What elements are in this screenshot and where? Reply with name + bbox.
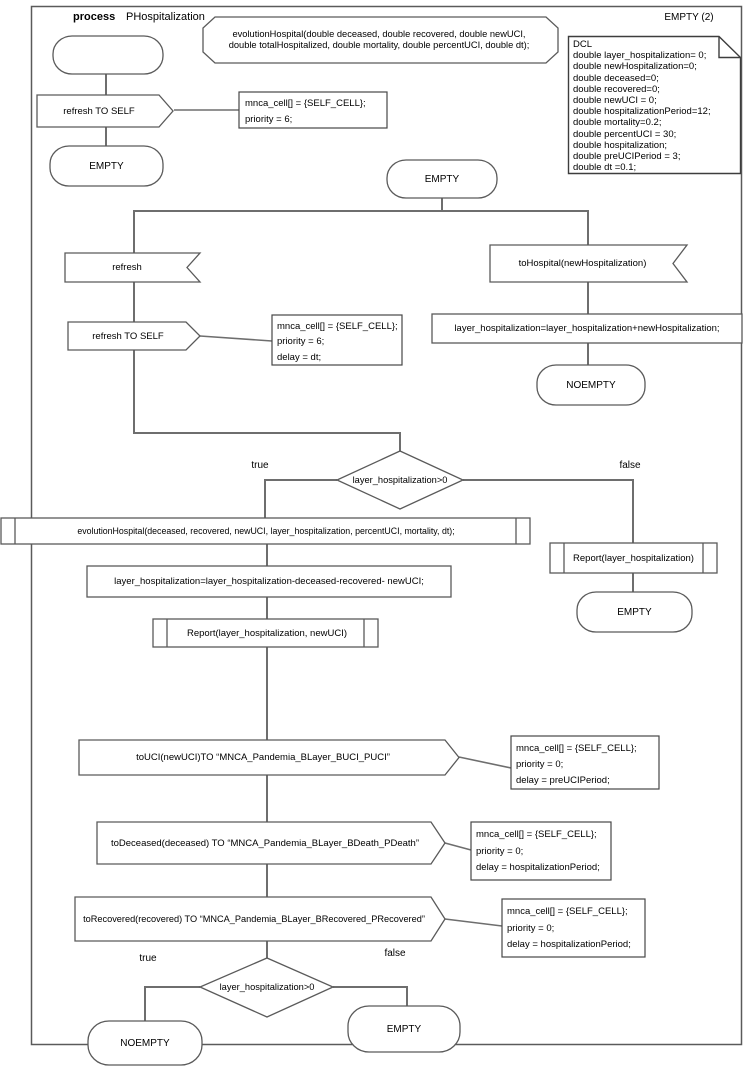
call-report-main-label: Report(layer_hospitalization, newUCI) (187, 627, 347, 639)
comment-touci-box (510, 735, 660, 790)
task-subtract-shape (86, 565, 452, 598)
call-evolution-label: evolutionHospital(deceased, recovered, n… (77, 525, 455, 536)
decision-top-label: layer_hospitalization>0 (352, 474, 448, 485)
comment-link (458, 756, 512, 769)
state-noempty-bottom-shape (87, 1020, 203, 1066)
connector-true-branch (264, 479, 337, 518)
state-empty-bottom-shape (347, 1005, 461, 1053)
decision-top-true-label: true (251, 459, 269, 471)
start-state-shape (52, 35, 164, 75)
input-tohospital-label: toHospital(newHospitalization) (518, 258, 647, 269)
state-empty-main-shape (386, 159, 498, 199)
state-noempty-right-label: NOEMPTY (566, 379, 616, 391)
dcl-box-shape (567, 35, 742, 175)
comment-link (444, 918, 503, 927)
output-torecovered-shape (74, 896, 446, 942)
dcl-text: DCL double layer_hospitalization= 0; dou… (573, 39, 711, 174)
output-touci-label: toUCI(newUCI)TO “MNCA_Pandemia_BLayer_BU… (136, 752, 390, 763)
connector (133, 350, 401, 452)
output-todeceased-shape (96, 821, 446, 865)
output-refresh-self-start-shape (36, 94, 174, 128)
output-refresh-self-shape (67, 321, 201, 351)
state-empty-start-label: EMPTY (89, 160, 124, 172)
connector-lines (105, 74, 634, 1021)
comment-torecovered-box (501, 898, 646, 958)
comment-torecovered-label: mnca_cell[] = {SELF_CELL}; priority = 0;… (507, 906, 631, 950)
connector-false-branch (333, 986, 408, 1006)
state-empty-bottom-label: EMPTY (386, 1023, 422, 1035)
task-add-shape (431, 313, 743, 344)
state-empty-main-label: EMPTY (424, 173, 460, 185)
input-refresh-shape (64, 252, 202, 283)
comment-refresh-box (271, 314, 403, 366)
output-torecovered-label: toRecovered(recovered) TO “MNCA_Pandemia… (83, 913, 425, 924)
state-noempty-bottom-label: NOEMPTY (120, 1037, 170, 1049)
input-tohospital-shape (489, 244, 689, 283)
decision-bottom-true-label: true (139, 952, 157, 964)
state-empty-false-label: EMPTY (617, 606, 652, 618)
decision-top-false-label: false (619, 459, 641, 471)
dcl-box-fold (718, 36, 741, 59)
procedure-declaration-label: evolutionHospital(double deceased, doubl… (228, 29, 530, 50)
decision-top-shape (335, 450, 465, 510)
connector-false-branch (463, 479, 634, 543)
call-report-false-label: Report(layer_hospitalization) (573, 552, 694, 564)
call-evolution-shape (0, 517, 531, 545)
connector-true-branch (144, 986, 200, 1021)
decision-bottom-false-label: false (384, 947, 406, 959)
decision-bottom-shape (198, 957, 335, 1018)
comment-link (199, 335, 273, 342)
task-add-label: layer_hospitalization=layer_hospitalizat… (454, 323, 720, 334)
input-refresh-label: refresh (112, 262, 142, 273)
output-todeceased-label: toDeceased(deceased) TO “MNCA_Pandemia_B… (110, 837, 420, 849)
state-empty-start-shape (49, 145, 164, 187)
page-label: EMPTY (2) (664, 12, 714, 23)
process-keyword-label: process (73, 10, 116, 23)
comment-link (444, 842, 472, 851)
comment-touci-label: mnca_cell[] = {SELF_CELL}; priority = 0;… (516, 743, 637, 786)
call-report-main-shape (152, 618, 379, 648)
comment-todeceased-box (470, 821, 612, 881)
state-noempty-right-shape (536, 364, 646, 406)
output-refresh-self-start-label: refresh TO SELF (63, 105, 135, 117)
comment-todeceased-label: mnca_cell[] = {SELF_CELL}; priority = 0;… (476, 829, 600, 873)
output-refresh-self-label: refresh TO SELF (92, 330, 164, 342)
call-report-false-shape (549, 542, 718, 574)
comment-refresh-start-label: mnca_cell[] = {SELF_CELL}; priority = 6; (245, 98, 366, 125)
task-subtract-label: layer_hospitalization=layer_hospitalizat… (114, 576, 424, 587)
state-empty-false-shape (576, 591, 693, 633)
output-touci-shape (78, 739, 460, 776)
comment-links (174, 109, 512, 927)
connector (133, 210, 589, 253)
decision-bottom-label: layer_hospitalization>0 (219, 981, 315, 992)
comment-refresh-start-box (238, 91, 388, 129)
comment-refresh-label: mnca_cell[] = {SELF_CELL}; priority = 6;… (277, 321, 398, 363)
process-name-label: PHospitalization (126, 10, 205, 23)
procedure-declaration-shape (202, 16, 559, 64)
